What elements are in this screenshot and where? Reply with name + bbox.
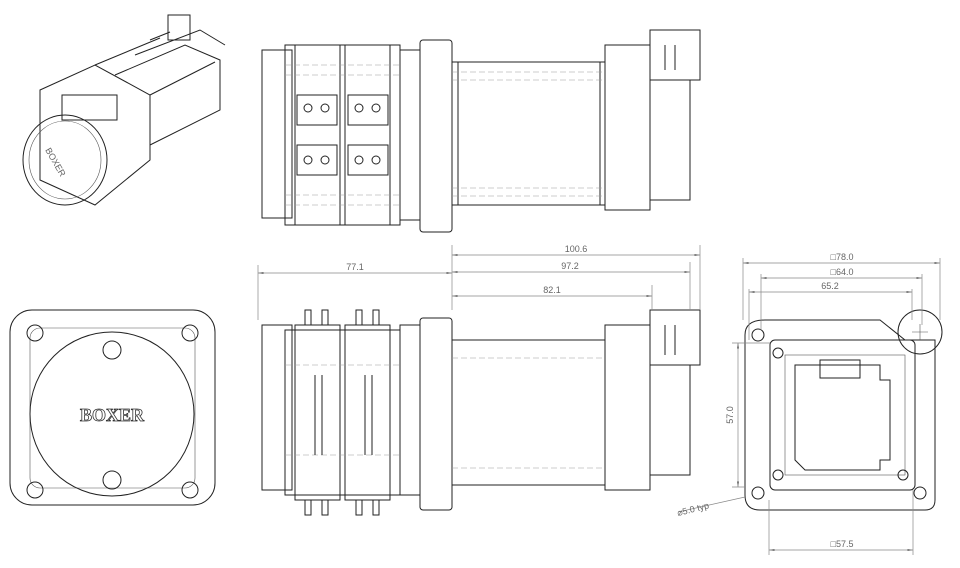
- dim-64-0: □64.0: [831, 267, 854, 277]
- dimensions: 77.1 100.6 97.2 82.1 □78.0 □64.0 65.2 57…: [257, 244, 941, 555]
- dim-78-0: □78.0: [831, 252, 854, 262]
- back-view: [744, 309, 943, 511]
- isometric-logo: BOXER: [43, 146, 68, 179]
- dim-hole-diameter: ⌀5.0 typ: [676, 500, 710, 518]
- side-view-bottom: [261, 309, 701, 516]
- front-logo: BOXER: [80, 405, 145, 425]
- isometric-view: BOXER: [22, 14, 226, 206]
- dim-57-0: 57.0: [725, 406, 735, 424]
- front-view: BOXER: [9, 309, 216, 506]
- dim-97-2: 97.2: [561, 261, 579, 271]
- dim-77-1: 77.1: [346, 262, 364, 272]
- dim-57-5: □57.5: [831, 539, 854, 549]
- dim-82-1: 82.1: [543, 285, 561, 295]
- dim-65-2: 65.2: [821, 281, 839, 291]
- side-view-top: [261, 29, 701, 233]
- dim-100-6: 100.6: [565, 244, 588, 254]
